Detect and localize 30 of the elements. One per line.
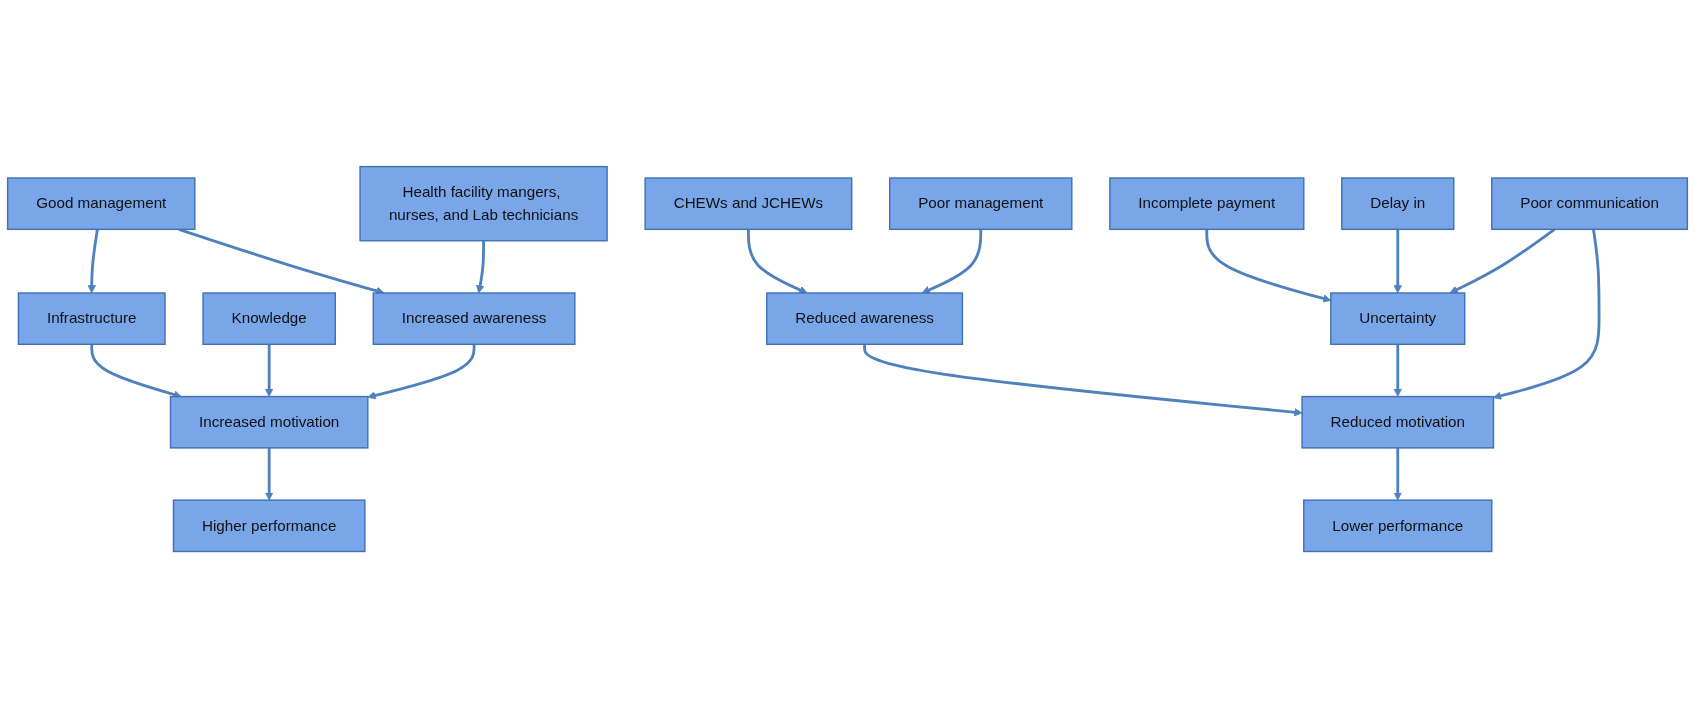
arrow — [1393, 448, 1402, 501]
node-box: Good management — [6, 177, 196, 231]
arrow — [747, 229, 808, 295]
node-box: Lower performance — [1303, 499, 1493, 553]
arrow — [1393, 229, 1402, 294]
node-box: Health facility mangers, nurses, and Lab technicians — [359, 166, 608, 242]
node-box: Increased awareness — [372, 292, 576, 346]
node-box: Infrastructure — [17, 292, 166, 346]
node-box: Poor communication — [1491, 177, 1689, 231]
arrow — [90, 344, 182, 399]
arrow — [476, 241, 485, 294]
arrow — [1449, 228, 1556, 294]
arrow — [921, 229, 983, 295]
arrow — [87, 229, 99, 294]
node-box: Delay in — [1341, 177, 1455, 231]
node-box: Reduced motivation — [1301, 396, 1495, 450]
node-box: CHEWs and JCHEWs — [644, 177, 853, 231]
arrow — [265, 448, 274, 501]
arrow — [863, 344, 1303, 417]
node-box: Higher performance — [172, 499, 366, 553]
arrow — [1493, 229, 1601, 401]
node-box: Increased motivation — [169, 396, 369, 450]
node-box: Incomplete payment — [1109, 177, 1305, 231]
arrow — [1393, 344, 1402, 398]
arrow — [265, 344, 274, 398]
node-box: Poor management — [889, 177, 1073, 231]
node-box: Knowledge — [202, 292, 336, 346]
node-box: Reduced awareness — [766, 292, 964, 346]
node-box: Uncertainty — [1330, 292, 1466, 346]
arrow — [367, 344, 476, 400]
